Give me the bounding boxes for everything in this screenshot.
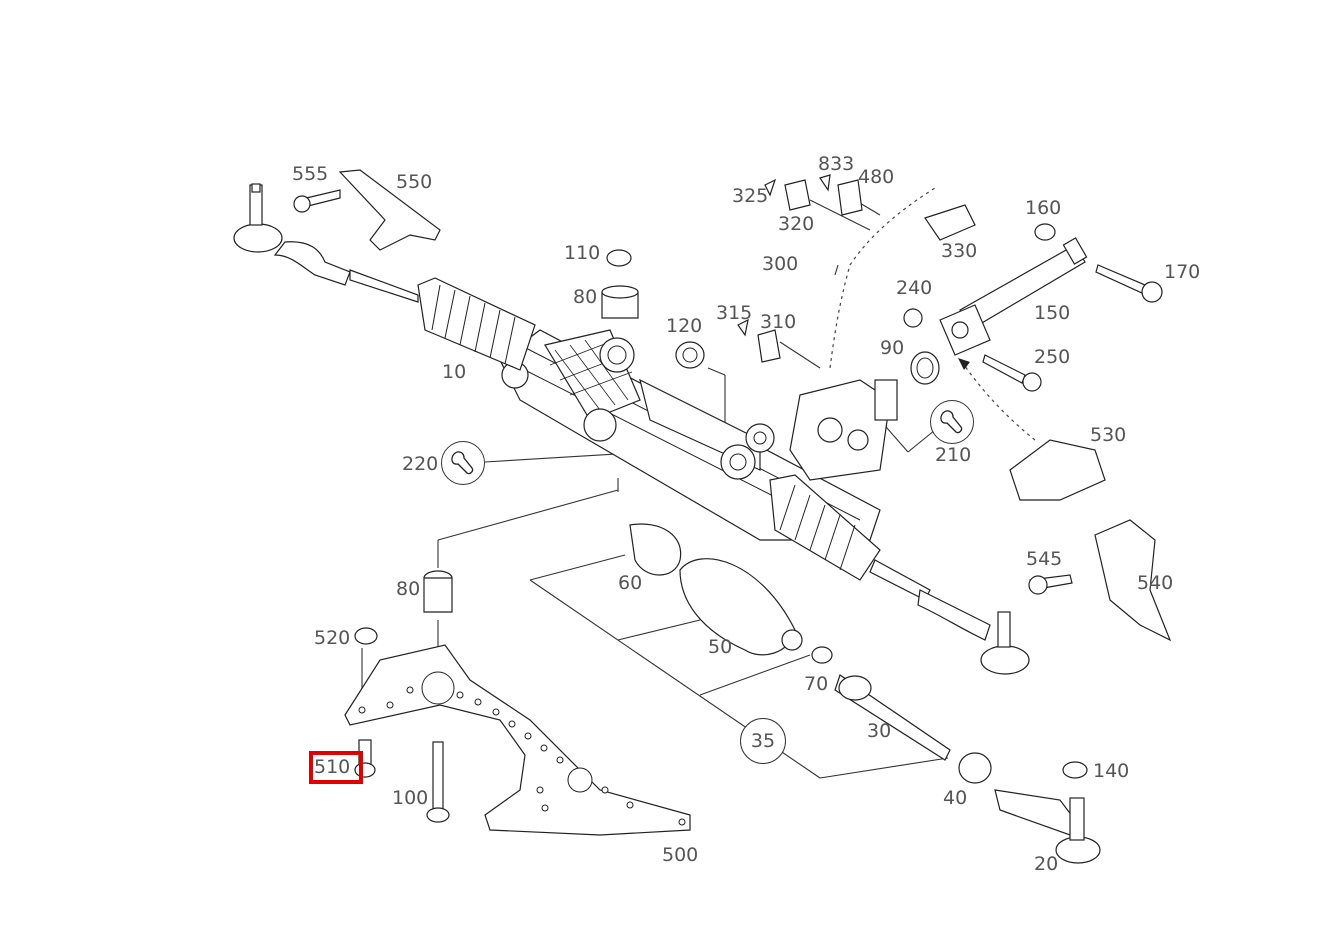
right-bellows xyxy=(769,474,1030,675)
part-label-550[interactable]: 550 xyxy=(396,171,433,193)
valve-body xyxy=(789,379,898,481)
part-label-310[interactable]: 310 xyxy=(760,311,797,333)
left-bellows xyxy=(233,183,536,371)
part-label-520[interactable]: 520 xyxy=(314,627,351,649)
part-label-80-bottom[interactable]: 80 xyxy=(396,578,421,600)
part-label-545[interactable]: 545 xyxy=(1026,548,1063,570)
part-label-510[interactable]: 510 xyxy=(314,756,351,778)
part-label-30[interactable]: 30 xyxy=(867,720,892,742)
part-label-160[interactable]: 160 xyxy=(1025,197,1062,219)
subframe xyxy=(344,644,691,836)
steering-shaft xyxy=(939,237,1088,356)
part-label-530[interactable]: 530 xyxy=(1090,424,1127,446)
part-label-140[interactable]: 140 xyxy=(1093,760,1130,782)
part-label-833[interactable]: 833 xyxy=(818,153,855,175)
part-label-120[interactable]: 120 xyxy=(666,315,703,337)
part-label-170[interactable]: 170 xyxy=(1164,261,1201,283)
part-label-250[interactable]: 250 xyxy=(1034,346,1071,368)
part-label-300[interactable]: 300 xyxy=(762,253,799,275)
part-label-555[interactable]: 555 xyxy=(292,163,329,185)
part-label-320[interactable]: 320 xyxy=(778,213,815,235)
part-label-60[interactable]: 60 xyxy=(618,572,643,594)
part-label-240[interactable]: 240 xyxy=(896,277,933,299)
part-label-100[interactable]: 100 xyxy=(392,787,429,809)
part-label-220[interactable]: 220 xyxy=(402,453,439,475)
wrench-icon-210 xyxy=(930,400,974,444)
part-label-35[interactable]: 35 xyxy=(740,718,786,764)
part-label-10[interactable]: 10 xyxy=(442,361,467,383)
part-label-330[interactable]: 330 xyxy=(941,240,978,262)
part-label-325[interactable]: 325 xyxy=(732,185,769,207)
highlight-box-510 xyxy=(309,751,363,784)
wrench-icon-220 xyxy=(441,441,485,485)
part-label-150[interactable]: 150 xyxy=(1034,302,1071,324)
part-label-50[interactable]: 50 xyxy=(708,636,733,658)
part-label-110[interactable]: 110 xyxy=(564,242,601,264)
part-label-540[interactable]: 540 xyxy=(1137,572,1174,594)
part-label-480[interactable]: 480 xyxy=(858,166,895,188)
part-label-80-top[interactable]: 80 xyxy=(573,286,598,308)
part-label-500[interactable]: 500 xyxy=(662,844,699,866)
part-label-70[interactable]: 70 xyxy=(804,673,829,695)
fasteners xyxy=(293,169,1172,864)
part-label-315[interactable]: 315 xyxy=(716,302,753,324)
part-label-20[interactable]: 20 xyxy=(1034,853,1059,875)
part-label-40[interactable]: 40 xyxy=(943,787,968,809)
part-label-90[interactable]: 90 xyxy=(880,337,905,359)
part-label-210[interactable]: 210 xyxy=(935,444,972,466)
